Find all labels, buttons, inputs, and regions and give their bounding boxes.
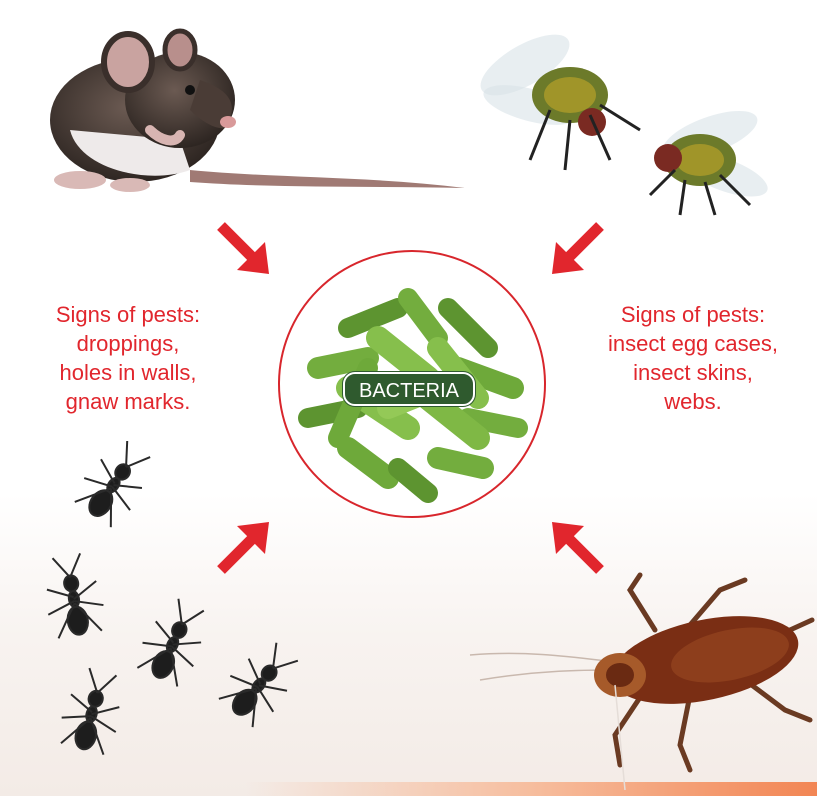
left-caption-line: gnaw marks. [28, 387, 228, 416]
arrow-top-left-icon [215, 220, 275, 280]
left-caption-line: Signs of pests: [28, 300, 228, 329]
right-caption-line: webs. [588, 387, 798, 416]
right-caption-line: insect egg cases, [588, 329, 798, 358]
cockroach-image [440, 570, 815, 790]
right-caption: Signs of pests: insect egg cases, insect… [588, 300, 798, 416]
arrow-top-right-icon [546, 220, 606, 280]
rat-image [40, 10, 470, 200]
arrow-bottom-right-icon [546, 516, 606, 576]
left-caption: Signs of pests: droppings, holes in wall… [28, 300, 228, 416]
right-caption-line: insect skins, [588, 358, 798, 387]
left-caption-line: holes in walls, [28, 358, 228, 387]
bacteria-label: BACTERIA [343, 372, 475, 406]
flies-image [470, 10, 800, 220]
left-caption-line: droppings, [28, 329, 228, 358]
right-caption-line: Signs of pests: [588, 300, 798, 329]
ants-image [30, 440, 310, 780]
